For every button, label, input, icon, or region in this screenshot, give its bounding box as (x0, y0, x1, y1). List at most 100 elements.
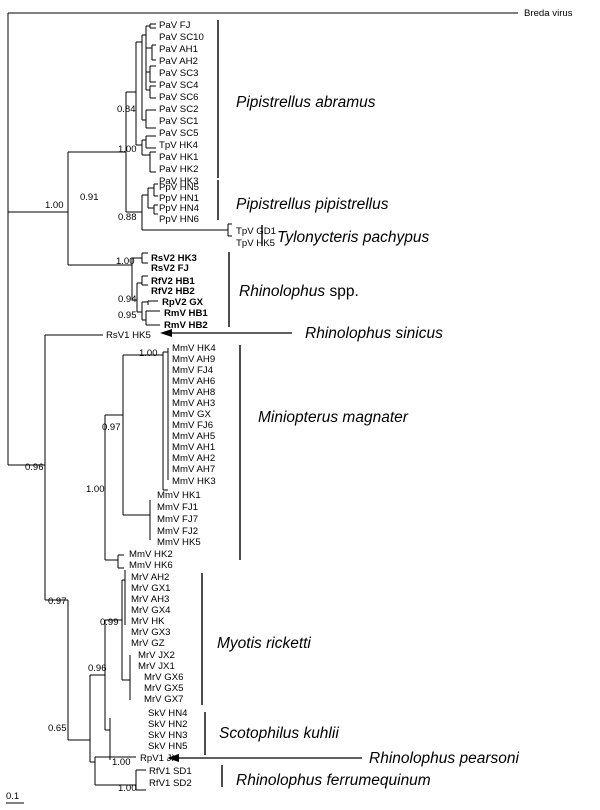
leaf-label: MmV AH9 (172, 354, 215, 365)
clade-bars (201, 20, 263, 787)
leaf-label: MmV HK3 (172, 476, 216, 487)
leaf-label: RpV2 GX (162, 297, 204, 308)
support-value: 1.00 (118, 783, 137, 794)
leaf-label: RfV1 SD2 (149, 778, 192, 789)
leaf-label: PpV HN1 (159, 193, 199, 204)
leaf-label: RfV2 HB1 (151, 276, 195, 287)
leaf-label: MrV GX5 (144, 683, 183, 694)
leaf-label: MmV FJ7 (157, 514, 198, 525)
leaf-label: PaV HK1 (159, 152, 198, 163)
group-label-rhinolophus-spp: Rhinolophus spp. (239, 283, 359, 300)
leaf-label: PaV HK3 (159, 176, 198, 187)
support-value: 0.91 (80, 192, 99, 203)
support-value: 1.00 (45, 200, 64, 211)
support-value: 0.95 (118, 310, 137, 321)
leaf-label: MrV GX3 (131, 627, 170, 638)
support-value: 0.88 (118, 212, 137, 223)
group-label-miniopterus-magnater: Miniopterus magnater (258, 409, 409, 426)
group-suffix: spp. (325, 283, 359, 300)
arrows (160, 329, 362, 762)
tree-branches (7, 12, 518, 791)
group-label-pipistrellus-abramus: Pipistrellus abramus (236, 94, 376, 111)
leaf-label: MrV AH3 (131, 594, 169, 605)
leaf-label: MmV AH8 (172, 387, 215, 398)
support-value: 0.97 (48, 596, 67, 607)
leaf-label: SkV HN2 (148, 719, 187, 730)
leaf-label: RmV HB1 (164, 308, 208, 319)
leaf-label: PaV SC2 (159, 104, 198, 115)
leaf-label: PaV SC6 (159, 92, 198, 103)
leaf-label: TpV HK4 (159, 140, 199, 151)
leaf-label: PaV SC1 (159, 116, 198, 127)
leaf-label: PaV SC3 (159, 68, 198, 79)
group-genus: Rhinolophus (239, 283, 325, 300)
support-value: 1.00 (112, 757, 131, 768)
leaf-label: MmV AH3 (172, 398, 215, 409)
support-value: 0.96 (25, 462, 44, 473)
group-label-tylonycteris-pachypus: Tylonycteris pachypus (277, 229, 429, 246)
scale-bar-label: 0.1 (6, 791, 19, 802)
group-label-rhinolophus-ferrumequinum: Rhinolophus ferrumequinum (236, 772, 431, 789)
group-label-myotis-ricketti: Myotis ricketti (217, 635, 311, 652)
leaf-label: MmV HK6 (129, 560, 173, 571)
support-values: 0.84 1.00 0.91 1.00 0.88 1.00 0.94 0.95 … (25, 104, 158, 794)
support-value: 1.00 (139, 348, 158, 359)
leaf-label: TpV GD1 (236, 226, 276, 237)
leaf-label: MrV HK (131, 616, 165, 627)
leaf-label: PpV HN4 (159, 203, 200, 214)
leaf-label: PaV HK2 (159, 164, 198, 175)
leaf-label: PaV SC5 (159, 128, 198, 139)
leaf-label: MrV GX6 (144, 672, 183, 683)
leaf-label: MmV HK2 (129, 549, 173, 560)
leaf-label: MmV AH6 (172, 376, 215, 387)
group-label-pipistrellus-pipistrellus: Pipistrellus pipistrellus (236, 196, 389, 213)
leaf-label: RpV1 JX (140, 753, 178, 764)
leaf-label: RsV2 HK3 (151, 253, 197, 264)
leaf-label: RmV HB2 (164, 320, 208, 331)
support-value: 0.65 (48, 723, 67, 734)
leaf-label: MmV FJ4 (172, 365, 214, 376)
leaf-label: RsV2 FJ (151, 263, 189, 274)
leaf-label: PaV AH2 (159, 56, 198, 67)
leaf-label: SkV HN5 (148, 741, 187, 752)
leaf-label: MmV HK5 (157, 537, 201, 548)
support-value: 0.99 (100, 617, 119, 628)
leaf-label: MrV GX7 (144, 694, 183, 705)
leaf-label: MmV FJ2 (157, 526, 198, 537)
support-value: 0.97 (102, 422, 121, 433)
leaf-label: MmV FJ6 (172, 420, 213, 431)
leaf-label: MrV JX2 (138, 650, 175, 661)
group-label-scotophilus-kuhlii: Scotophilus kuhlii (219, 725, 339, 742)
leaf-label: MmV GX (172, 409, 212, 420)
leaf-label: MmV AH5 (172, 431, 215, 442)
support-value: 1.00 (86, 484, 105, 495)
leaf-label: RfV2 HB2 (151, 286, 195, 297)
scale-bar: 0.1 (6, 791, 24, 804)
support-value: 1.00 (118, 144, 137, 155)
group-label-rhinolophus-pearsoni: Rhinolophus pearsoni (369, 750, 519, 767)
leaf-label: PaV FJ (159, 20, 191, 31)
leaf-label: SkV HN3 (148, 730, 187, 741)
support-value: 0.96 (88, 663, 107, 674)
leaf-label: MrV JX1 (138, 661, 175, 672)
leaf-label: MmV AH1 (172, 442, 215, 453)
leaf-label: PpV HN6 (159, 214, 199, 225)
leaf-label: MmV HK1 (157, 490, 201, 501)
leaf-label: MrV GX1 (131, 583, 170, 594)
leaf-label: PaV SC4 (159, 80, 199, 91)
leaf-label: MrV AH2 (131, 572, 169, 583)
leaf-label: PaV AH1 (159, 44, 198, 55)
leaf-label: MmV AH2 (172, 453, 215, 464)
leaf-label: RsV1 HK5 (106, 330, 151, 341)
leaf-label: MrV GX4 (131, 605, 171, 616)
leaf-label: Breda virus (524, 8, 573, 19)
leaf-label: MmV HK4 (172, 343, 216, 354)
leaf-label: RfV1 SD1 (149, 766, 192, 777)
group-label-rhinolophus-sinicus: Rhinolophus sinicus (305, 325, 443, 342)
leaf-label: SkV HN4 (148, 708, 188, 719)
leaf-label: MmV AH7 (172, 464, 215, 475)
leaf-label: PpV HN5 (159, 182, 199, 193)
support-value: 0.94 (118, 294, 137, 305)
leaf-label: MrV GZ (131, 638, 165, 649)
